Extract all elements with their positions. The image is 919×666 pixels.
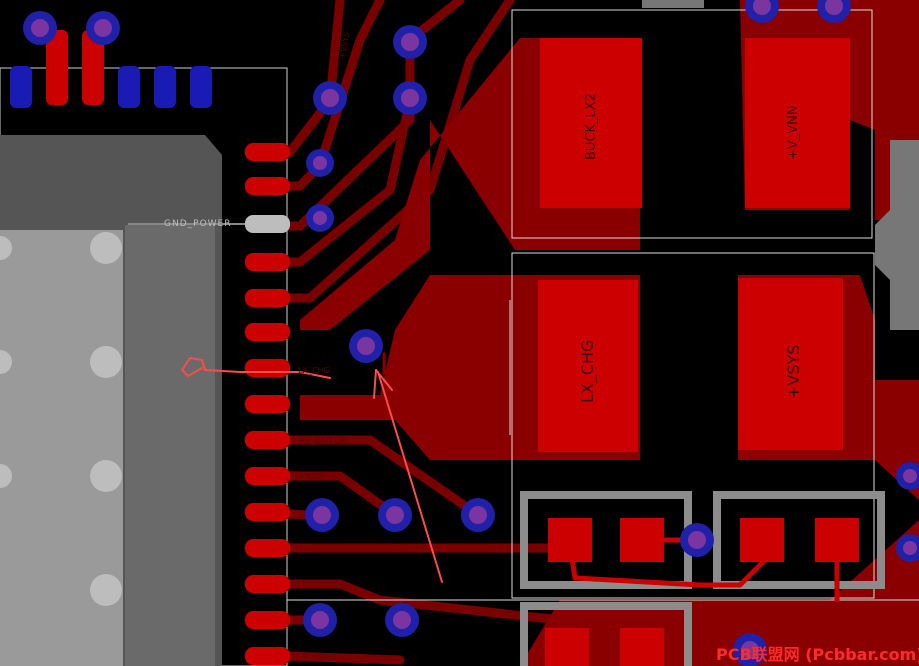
top-gray-tab xyxy=(642,0,704,8)
ic-body-light xyxy=(0,230,123,666)
pad-lx-chg xyxy=(538,280,638,452)
label-buck-lx2: BUCK_LX2 xyxy=(584,93,599,160)
label-v-battery: +V_BATTERY xyxy=(298,436,350,445)
ic-thermal-vias xyxy=(0,232,122,606)
label-gnd-power: GND_POWER xyxy=(164,219,232,229)
pad-v-vnn xyxy=(745,38,850,208)
right-gray-component xyxy=(875,140,919,330)
ic-pad-column xyxy=(125,225,215,666)
top-blue-pads xyxy=(10,66,212,108)
silkscreen-outlines xyxy=(287,9,919,601)
pad-vsys xyxy=(738,278,843,450)
label-lx-chg-pad: LX_CHG xyxy=(578,339,597,403)
label-vsys-trace: +VSYS xyxy=(298,472,326,481)
label-vsys-pad: +VSYS xyxy=(784,344,803,399)
vias xyxy=(23,0,919,666)
watermark: PCB联盟网 (Pcbbar.com) xyxy=(716,645,919,664)
annotation-arrow xyxy=(180,356,443,583)
copper-pour-bottom-right xyxy=(520,520,919,666)
label-lx-chg-big: LX_CHG xyxy=(380,346,509,382)
label-v-vnn: +V_VNN xyxy=(786,105,801,160)
label-lx-chg-small: LX_CHG xyxy=(298,366,330,375)
top-red-pads xyxy=(46,30,104,105)
pad-buck-lx2 xyxy=(540,38,642,208)
gnd-power-pin xyxy=(245,215,290,233)
